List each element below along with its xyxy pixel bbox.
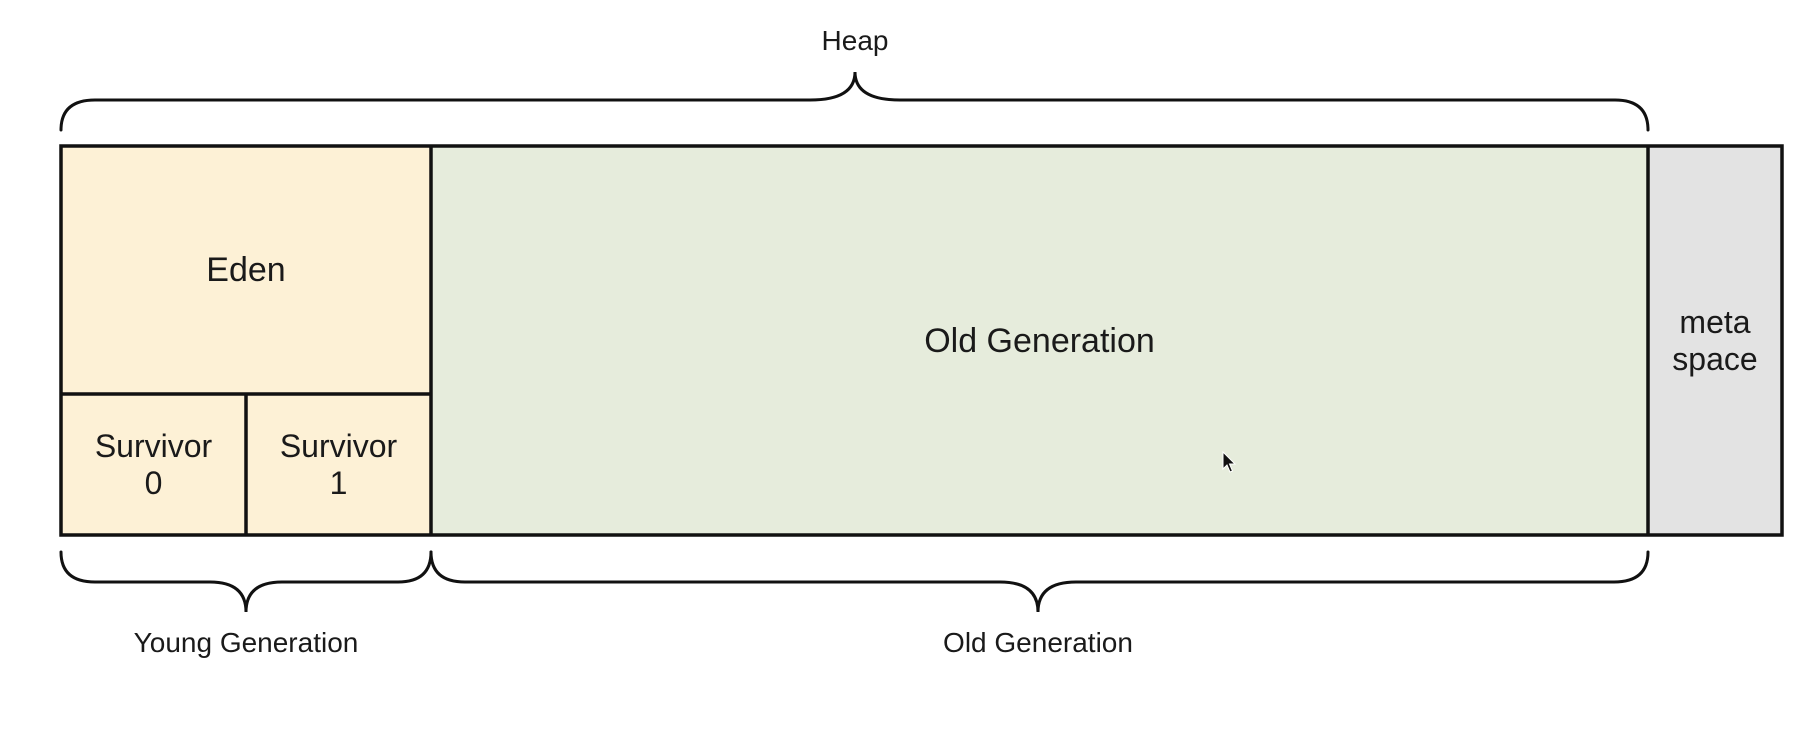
- old-generation-box-label: Old Generation: [431, 146, 1648, 535]
- metaspace-text: meta space: [1672, 303, 1758, 377]
- eden-label: Eden: [61, 146, 431, 394]
- survivor1-region: [246, 394, 431, 535]
- heap-label: Heap: [821, 25, 889, 56]
- eden-text: Eden: [206, 250, 286, 289]
- young-eden-region: [61, 146, 431, 394]
- survivor0-text: Survivor 0: [94, 427, 213, 501]
- survivor0-region: [61, 394, 246, 535]
- mouse-pointer-icon: [1222, 450, 1237, 473]
- survivor1-label: Survivor 1: [246, 394, 431, 535]
- survivor1-text: Survivor 1: [279, 427, 398, 501]
- heap-brace: [59, 71, 1650, 132]
- young-generation-brace: [59, 550, 433, 613]
- old-generation-region: [431, 146, 1648, 535]
- young-generation-label: Young Generation: [133, 627, 359, 658]
- old-generation-box-text: Old Generation: [924, 322, 1155, 360]
- metaspace-region: [1648, 146, 1782, 535]
- survivor0-label: Survivor 0: [61, 394, 246, 535]
- memory-outline: [59, 144, 1784, 537]
- old-generation-label: Old Generation: [943, 627, 1133, 658]
- metaspace-label: meta space: [1648, 146, 1782, 535]
- old-generation-brace: [429, 550, 1650, 613]
